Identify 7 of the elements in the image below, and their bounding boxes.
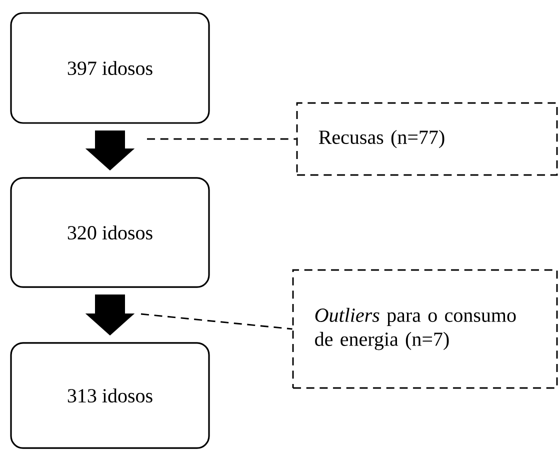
process-box: 320 idosos — [10, 177, 210, 288]
process-box: 397 idosos — [10, 12, 210, 124]
process-box: 313 idosos — [10, 342, 210, 449]
dashed-connector — [147, 138, 296, 140]
exclusion-box: Outliers para o consumo de energia (n=7) — [292, 269, 558, 389]
exclusion-box: Recusas (n=77) — [296, 102, 558, 176]
dashed-connector — [140, 313, 292, 330]
